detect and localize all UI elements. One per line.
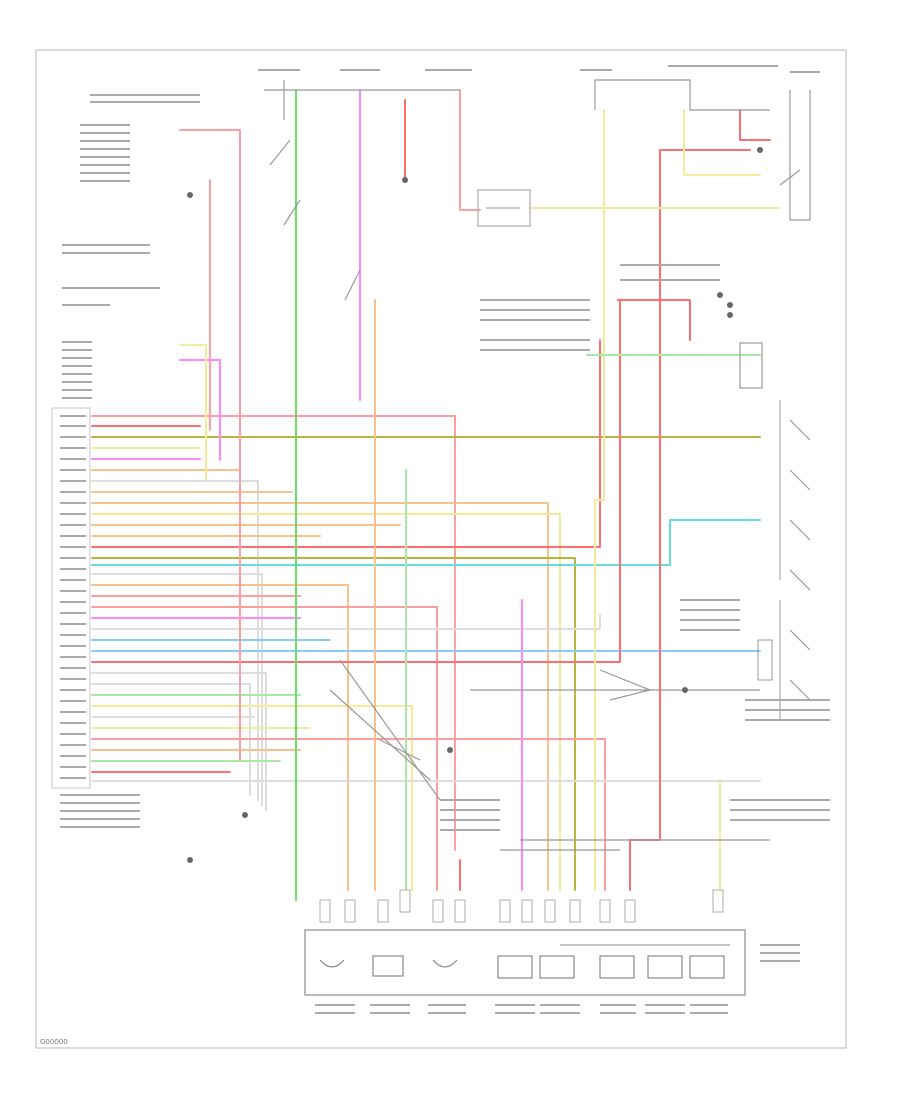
left-component-labels: [62, 94, 200, 399]
bottom-labels: [315, 944, 800, 1014]
pcm-pin-labels: [60, 415, 86, 779]
splice-dots: [187, 147, 763, 863]
right-labels: [440, 264, 830, 831]
pcm-connector-body: [51, 407, 91, 789]
transmission-assembly: [304, 929, 746, 996]
relay-box: [477, 189, 531, 227]
top-switches: [264, 79, 811, 301]
right-sensor-block: [739, 342, 811, 720]
bottom-connectors: [319, 889, 724, 923]
footer-code: G00000: [40, 1038, 68, 1046]
top-fuse-labels: [258, 65, 820, 73]
main-vertical-wires: [179, 89, 781, 901]
diagram-frame: [35, 49, 847, 1049]
pcm-bottom-label: [60, 794, 140, 828]
pcm-connector: [51, 407, 140, 828]
crossing-ground-lines: [329, 659, 770, 851]
